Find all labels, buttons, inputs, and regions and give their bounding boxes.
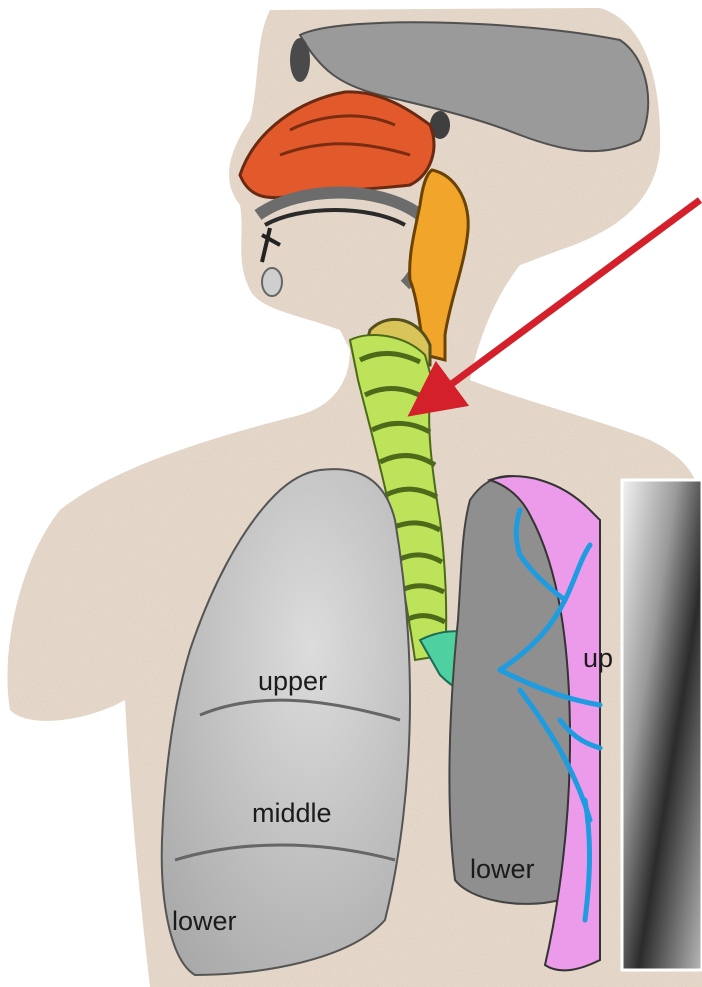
label-left-lower: lower bbox=[470, 854, 535, 884]
sinus-left bbox=[290, 38, 310, 82]
label-right-lower: lower bbox=[172, 906, 237, 936]
label-right-middle: middle bbox=[252, 798, 332, 828]
label-right-upper: upper bbox=[258, 666, 327, 696]
label-left-upper-partial: up bbox=[583, 643, 613, 673]
xray-photo bbox=[622, 480, 702, 970]
